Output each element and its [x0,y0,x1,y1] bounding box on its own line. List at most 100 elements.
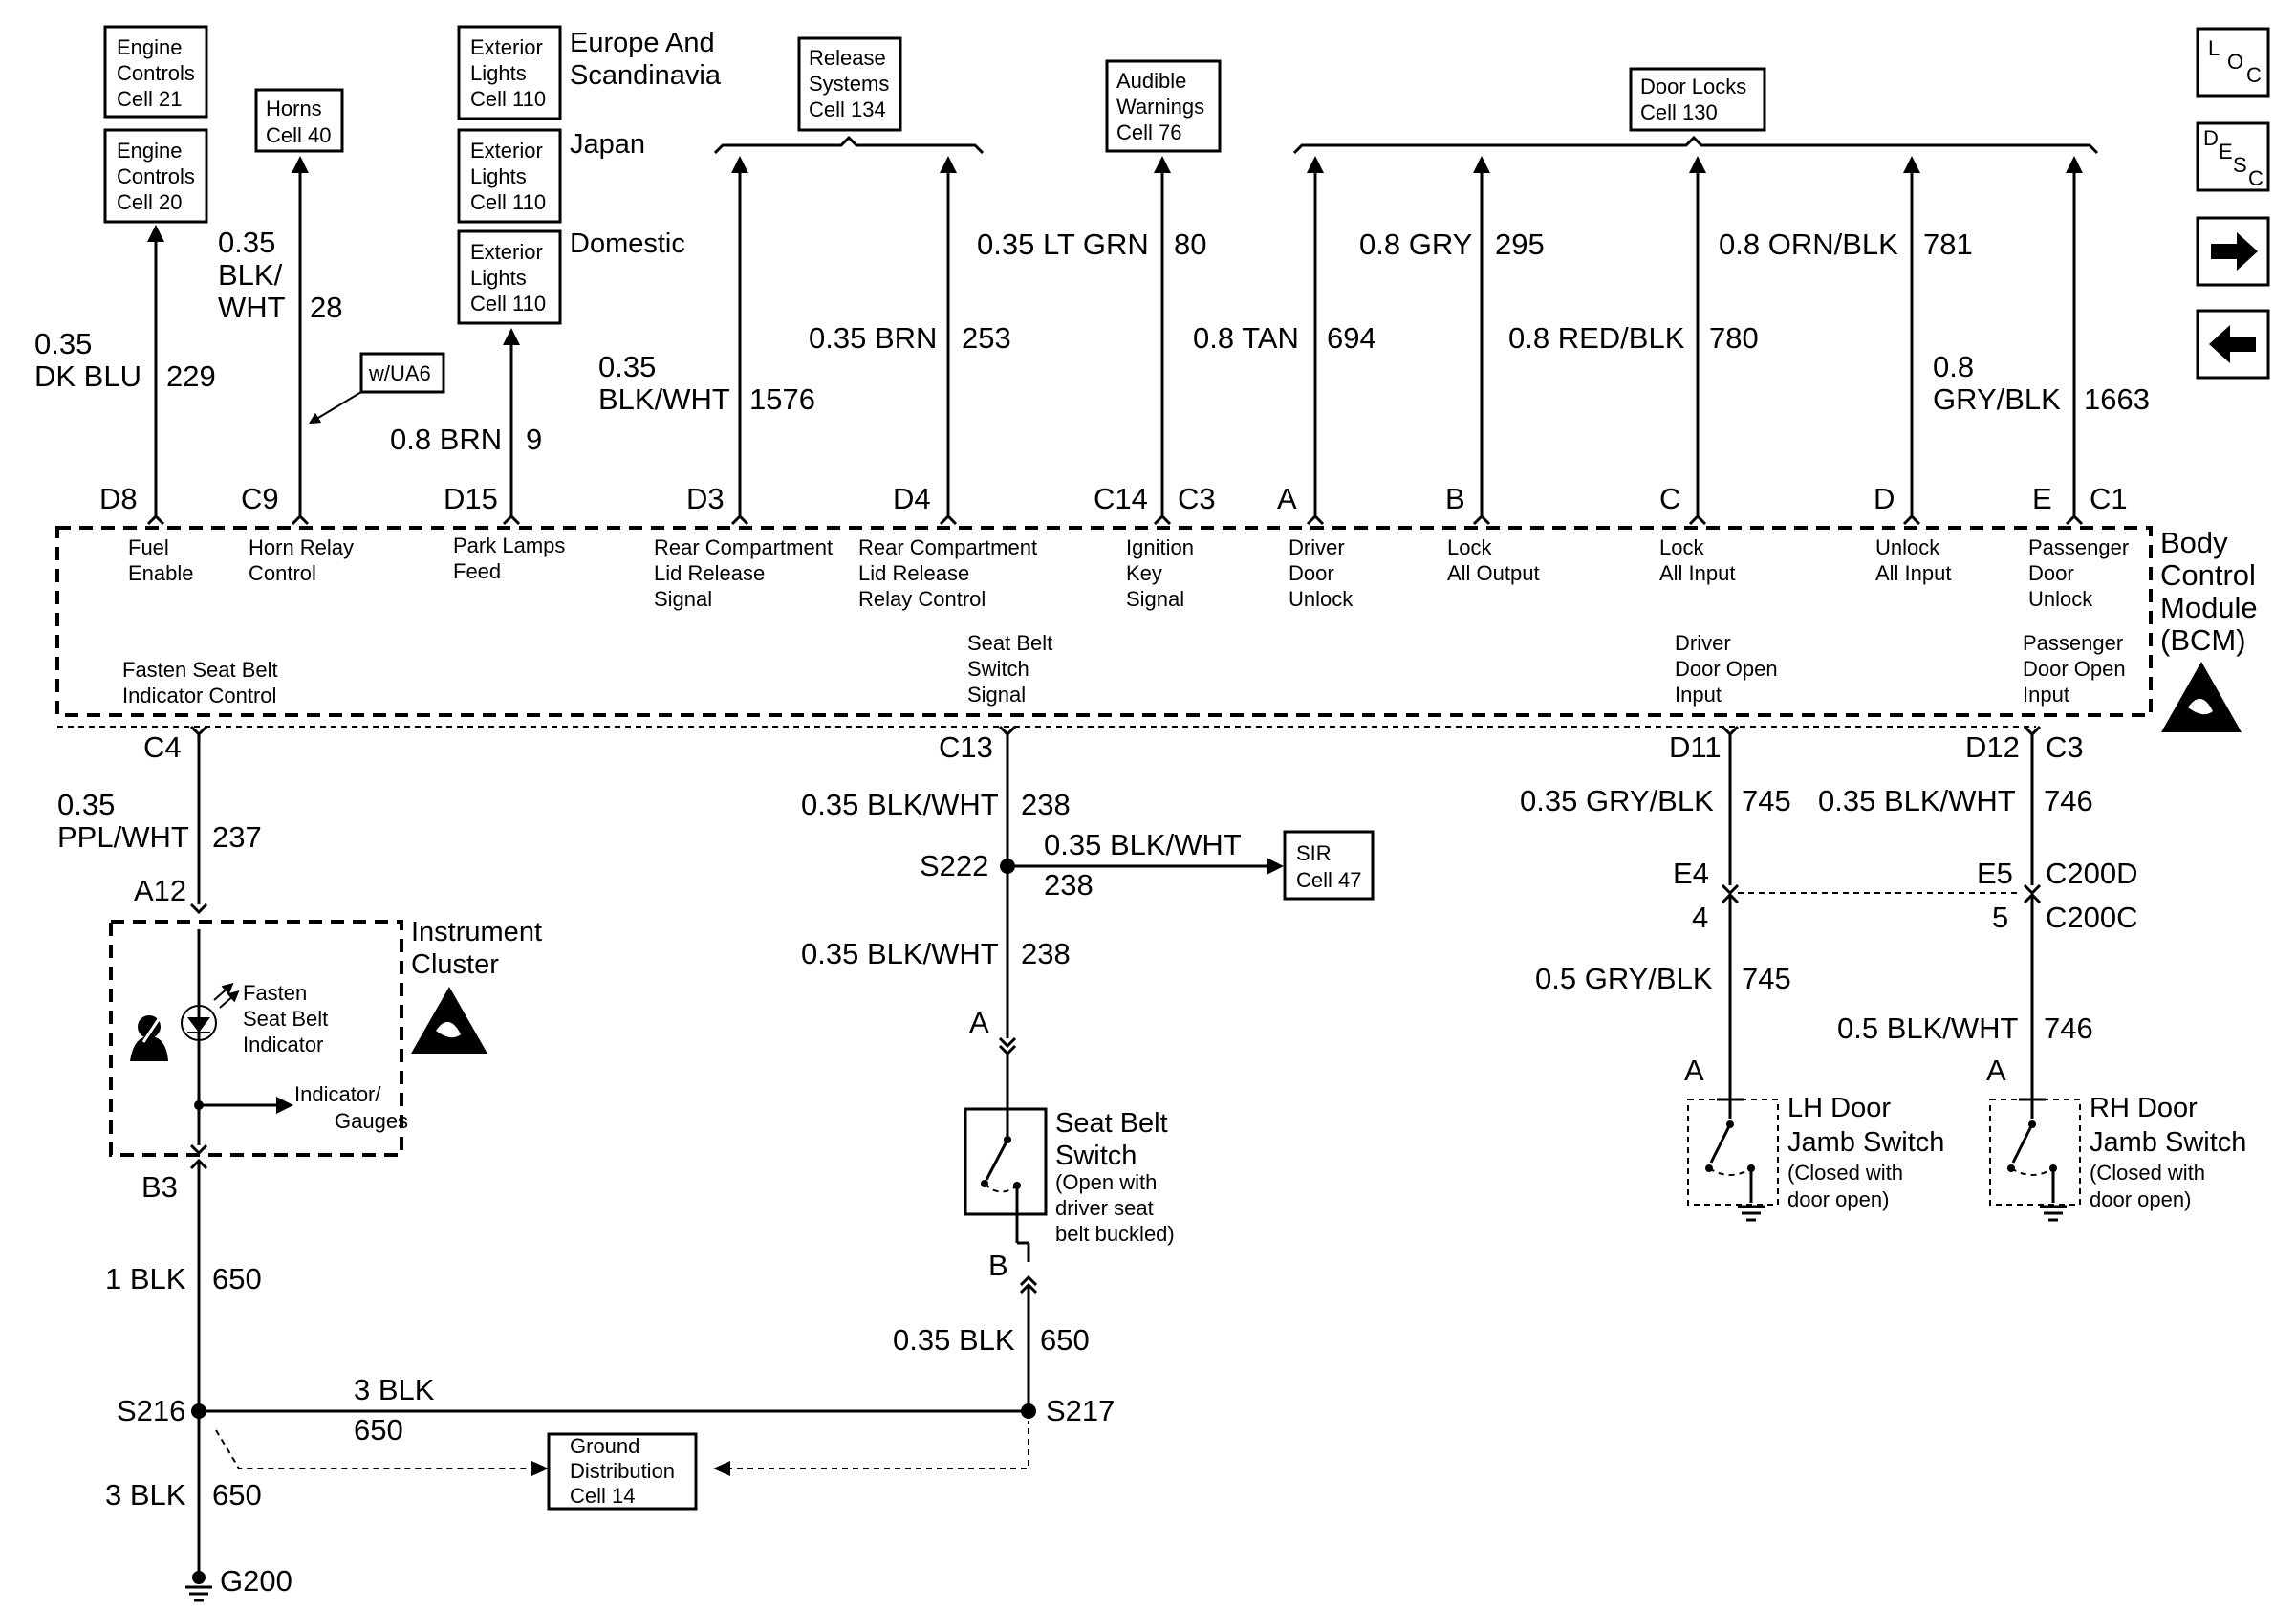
arrow-left-icon[interactable] [2196,309,2270,380]
wire-746[interactable] [2023,725,2042,1099]
wire-694-circuit: 694 [1327,321,1376,355]
func-lock-input-2: All Input [1659,561,1736,585]
svg-text:Door Locks: Door Locks [1640,75,1746,98]
scandinavia-label: Scandinavia [570,60,722,91]
wire-1663[interactable] [2065,156,2084,526]
wire-237-color1: 0.35 [57,788,115,821]
wire-229[interactable] [146,225,165,526]
loc-icon[interactable]: LOC [2196,27,2270,98]
wire-238-sir-color: 0.35 BLK/WHT [1044,828,1242,861]
lh-door-note-2: door open) [1787,1187,1889,1211]
svg-text:Cell 40: Cell 40 [266,123,331,147]
svg-text:(BCM): (BCM) [2160,623,2246,657]
ground-distribution-ref[interactable]: Ground Distribution Cell 14 [547,1432,698,1511]
lh-door-jamb-switch[interactable] [1687,1098,1779,1222]
func-pass-door-3: Input [2023,683,2069,707]
wire-9-circuit: 9 [526,423,542,456]
pin-c-top: C [1659,482,1680,515]
svg-text:Lights: Lights [470,266,527,290]
func-horn-relay-2: Control [249,561,316,585]
wire-650-g-circuit: 650 [212,1478,262,1512]
sir-ref[interactable]: SIR Cell 47 [1283,830,1375,901]
ground-g200: G200 [220,1564,292,1598]
conn-c3-top: C3 [1178,482,1216,515]
horns-ref[interactable]: Horns Cell 40 [254,88,344,153]
wire-781[interactable] [1902,156,1921,526]
func-rear-lid-signal-2: Lid Release [654,561,765,585]
func-pass-unlock-3: Unlock [2028,587,2093,611]
wire-650-ic[interactable] [189,1143,208,1576]
seat-belt-switch[interactable] [964,1054,1048,1216]
arrow-right-icon[interactable] [2196,216,2270,287]
wire-746-circuit: 746 [2044,784,2093,817]
audible-warnings-ref[interactable]: Audible Warnings Cell 76 [1105,59,1222,153]
wire-745[interactable] [1721,725,1740,1099]
svg-text:Exterior: Exterior [470,35,543,59]
wire-295-color: 0.8 GRY [1359,228,1472,261]
engine-controls-20-ref[interactable]: Engine Controls Cell 20 [103,128,208,224]
wire-237[interactable] [189,725,208,915]
wire-780[interactable] [1688,156,1707,526]
exterior-lights-europe-ref[interactable]: Exterior Lights Cell 110 [457,25,562,120]
func-unlock-input-2: All Input [1875,561,1952,585]
func-rear-lid-signal-3: Signal [654,587,712,611]
conn-e4: E4 [1673,857,1709,890]
wire-238-sir-circuit: 238 [1044,868,1094,902]
func-rear-lid-relay-1: Rear Compartment [858,535,1037,559]
conn-c200c: C200C [2046,901,2138,934]
svg-text:Cell 21: Cell 21 [117,87,182,111]
wire-9[interactable] [502,328,521,526]
svg-text:Controls: Controls [117,61,195,85]
wire-650-switch[interactable] [1015,1214,1038,1411]
func-park-lamps-2: Feed [453,559,501,583]
door-locks-ref[interactable]: Door Locks Cell 130 [1629,67,1766,132]
rh-door-note-2: door open) [2090,1187,2191,1211]
ground-dist-dashed-right [726,1421,1029,1469]
indicator-label-3: Indicator [243,1033,323,1056]
wire-780-circuit: 780 [1709,321,1759,355]
func-lock-input-1: Lock [1659,535,1704,559]
wire-1576-color1: 0.35 [598,350,656,383]
wire-650-sw-color: 0.35 BLK [893,1323,1015,1357]
svg-text:Lights: Lights [470,61,527,85]
release-systems-ref[interactable]: Release Systems Cell 134 [797,36,902,132]
svg-text:w/UA6: w/UA6 [368,361,431,385]
wire-1663-color1: 0.8 [1933,350,1974,383]
func-unlock-input-1: Unlock [1875,535,1940,559]
svg-text:Module: Module [2160,591,2258,624]
wire-1576[interactable] [730,156,749,526]
pin-d3: D3 [686,482,725,515]
func-driver-unlock-3: Unlock [1289,587,1354,611]
esd-icon [2161,662,2242,732]
wire-238-color: 0.35 BLK/WHT [801,788,999,821]
wire-238[interactable] [998,725,1017,1056]
svg-text:Cell 130: Cell 130 [1640,100,1718,124]
func-seatbelt-sw-3: Signal [967,683,1026,707]
indicator-label-2: Seat Belt [243,1007,328,1031]
wire-28[interactable] [291,156,310,526]
exterior-lights-japan-ref[interactable]: Exterior Lights Cell 110 [457,128,562,224]
conn-5: 5 [1992,901,2008,934]
exterior-lights-domestic-ref[interactable]: Exterior Lights Cell 110 [457,229,562,325]
wire-28-color3: WHT [218,291,286,324]
indicator-label-1: Fasten [243,981,307,1005]
engine-controls-21-ref[interactable]: Engine Controls Cell 21 [103,25,208,119]
conn-c1-top: C1 [2090,482,2128,515]
func-pass-door-2: Door Open [2023,657,2126,681]
svg-text:Release: Release [809,46,886,70]
wire-694-color: 0.8 TAN [1193,321,1299,355]
wire-253[interactable] [939,156,958,526]
wire-80[interactable] [1153,156,1172,526]
rh-door-jamb-switch[interactable] [1989,1098,2081,1222]
wire-295[interactable] [1472,156,1491,526]
japan-label: Japan [570,129,645,160]
svg-text:Control: Control [2160,558,2256,592]
func-park-lamps-1: Park Lamps [453,533,565,557]
wire-1663-color2: GRY/BLK [1933,382,2061,416]
pin-d-top: D [1874,482,1895,515]
wire-229-color1: 0.35 [34,327,92,360]
instrument-cluster-title-2: Cluster [411,949,499,980]
wire-694[interactable] [1306,156,1325,526]
svg-text:Cell 47: Cell 47 [1296,868,1361,892]
